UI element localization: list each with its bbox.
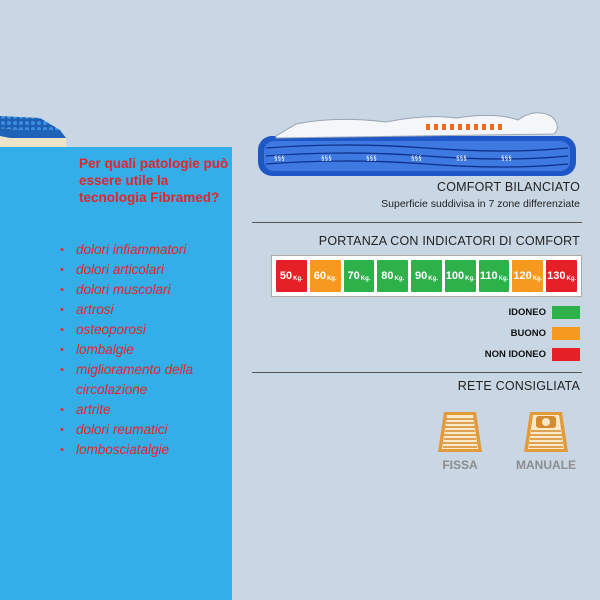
pathologies-question: Per quali patologie può essere utile la … bbox=[79, 156, 229, 205]
legend-swatch-green bbox=[552, 306, 580, 319]
pathology-item: miglioramento della circolazione bbox=[60, 360, 230, 400]
scale-unit: Kg. bbox=[566, 276, 577, 282]
pathologies-list: dolori infiammatoridolori articolaridolo… bbox=[60, 240, 230, 460]
scale-unit: Kg. bbox=[394, 276, 405, 282]
legend-buono: BUONO bbox=[511, 327, 580, 340]
fixed-bed-base-icon bbox=[438, 412, 482, 452]
scale-value: 50 bbox=[279, 270, 293, 282]
rete-option-label: MANUALE bbox=[516, 458, 576, 472]
legend-non-idoneo: NON IDONEO bbox=[485, 348, 580, 361]
legend-idoneo: IDONEO bbox=[509, 306, 580, 319]
legend-label: NON IDONEO bbox=[484, 349, 546, 360]
scale-value: 120 bbox=[513, 270, 532, 282]
pathology-item: artrite bbox=[60, 400, 230, 420]
pathology-item: lombosciatalgie bbox=[60, 440, 230, 460]
svg-text:§§§: §§§ bbox=[274, 155, 285, 162]
pathology-item: dolori reumatici bbox=[60, 420, 230, 440]
pathology-item: dolori muscolari bbox=[60, 280, 230, 300]
scale-unit: Kg. bbox=[326, 276, 337, 282]
svg-text:§§§: §§§ bbox=[501, 155, 512, 162]
scale-value: 60 bbox=[313, 270, 326, 282]
rete-option-label: FISSA bbox=[442, 458, 478, 472]
legend-label: IDONEO bbox=[508, 307, 546, 318]
divider bbox=[252, 372, 582, 373]
rete-title: RETE CONSIGLIATA bbox=[457, 379, 580, 393]
manual-bed-base-icon bbox=[524, 412, 568, 452]
legend-swatch-orange bbox=[552, 327, 580, 340]
svg-text:§§§: §§§ bbox=[456, 155, 467, 162]
body-on-mattress-illustration: §§§ §§§ §§§ §§§ §§§ §§§ bbox=[258, 112, 576, 176]
legend-label: BUONO bbox=[510, 328, 546, 339]
pathology-item: lombalgie bbox=[60, 340, 230, 360]
scale-value: 110 bbox=[479, 270, 498, 282]
legend-swatch-red bbox=[552, 348, 580, 361]
scale-unit: Kg. bbox=[293, 276, 303, 282]
scale-value: 90 bbox=[415, 270, 428, 282]
scale-unit: Kg. bbox=[532, 276, 543, 282]
pathology-item: dolori articolari bbox=[60, 260, 230, 280]
pathology-item: osteoporosi bbox=[60, 320, 230, 340]
pathology-item: artrosi bbox=[60, 300, 230, 320]
svg-text:§§§: §§§ bbox=[366, 155, 377, 162]
scale-unit: Kg. bbox=[360, 276, 371, 282]
scale-value: 130 bbox=[547, 270, 566, 282]
portanza-title: PORTANZA CON INDICATORI DI COMFORT bbox=[318, 234, 580, 248]
scale-value: 80 bbox=[381, 270, 394, 282]
scale-value: 100 bbox=[445, 270, 465, 282]
comfort-title: COMFORT BILANCIATO bbox=[437, 180, 580, 194]
scale-unit: Kg. bbox=[465, 276, 475, 282]
scale-unit: Kg. bbox=[498, 276, 509, 282]
svg-text:§§§: §§§ bbox=[321, 155, 332, 162]
divider bbox=[252, 222, 582, 223]
scale-unit: Kg. bbox=[428, 276, 438, 282]
svg-text:§§§: §§§ bbox=[411, 155, 422, 162]
comfort-subtitle: Superficie suddivisa in 7 zone differenz… bbox=[381, 198, 580, 210]
scale-value: 70 bbox=[347, 270, 360, 282]
pathology-item: dolori infiammatori bbox=[60, 240, 230, 260]
